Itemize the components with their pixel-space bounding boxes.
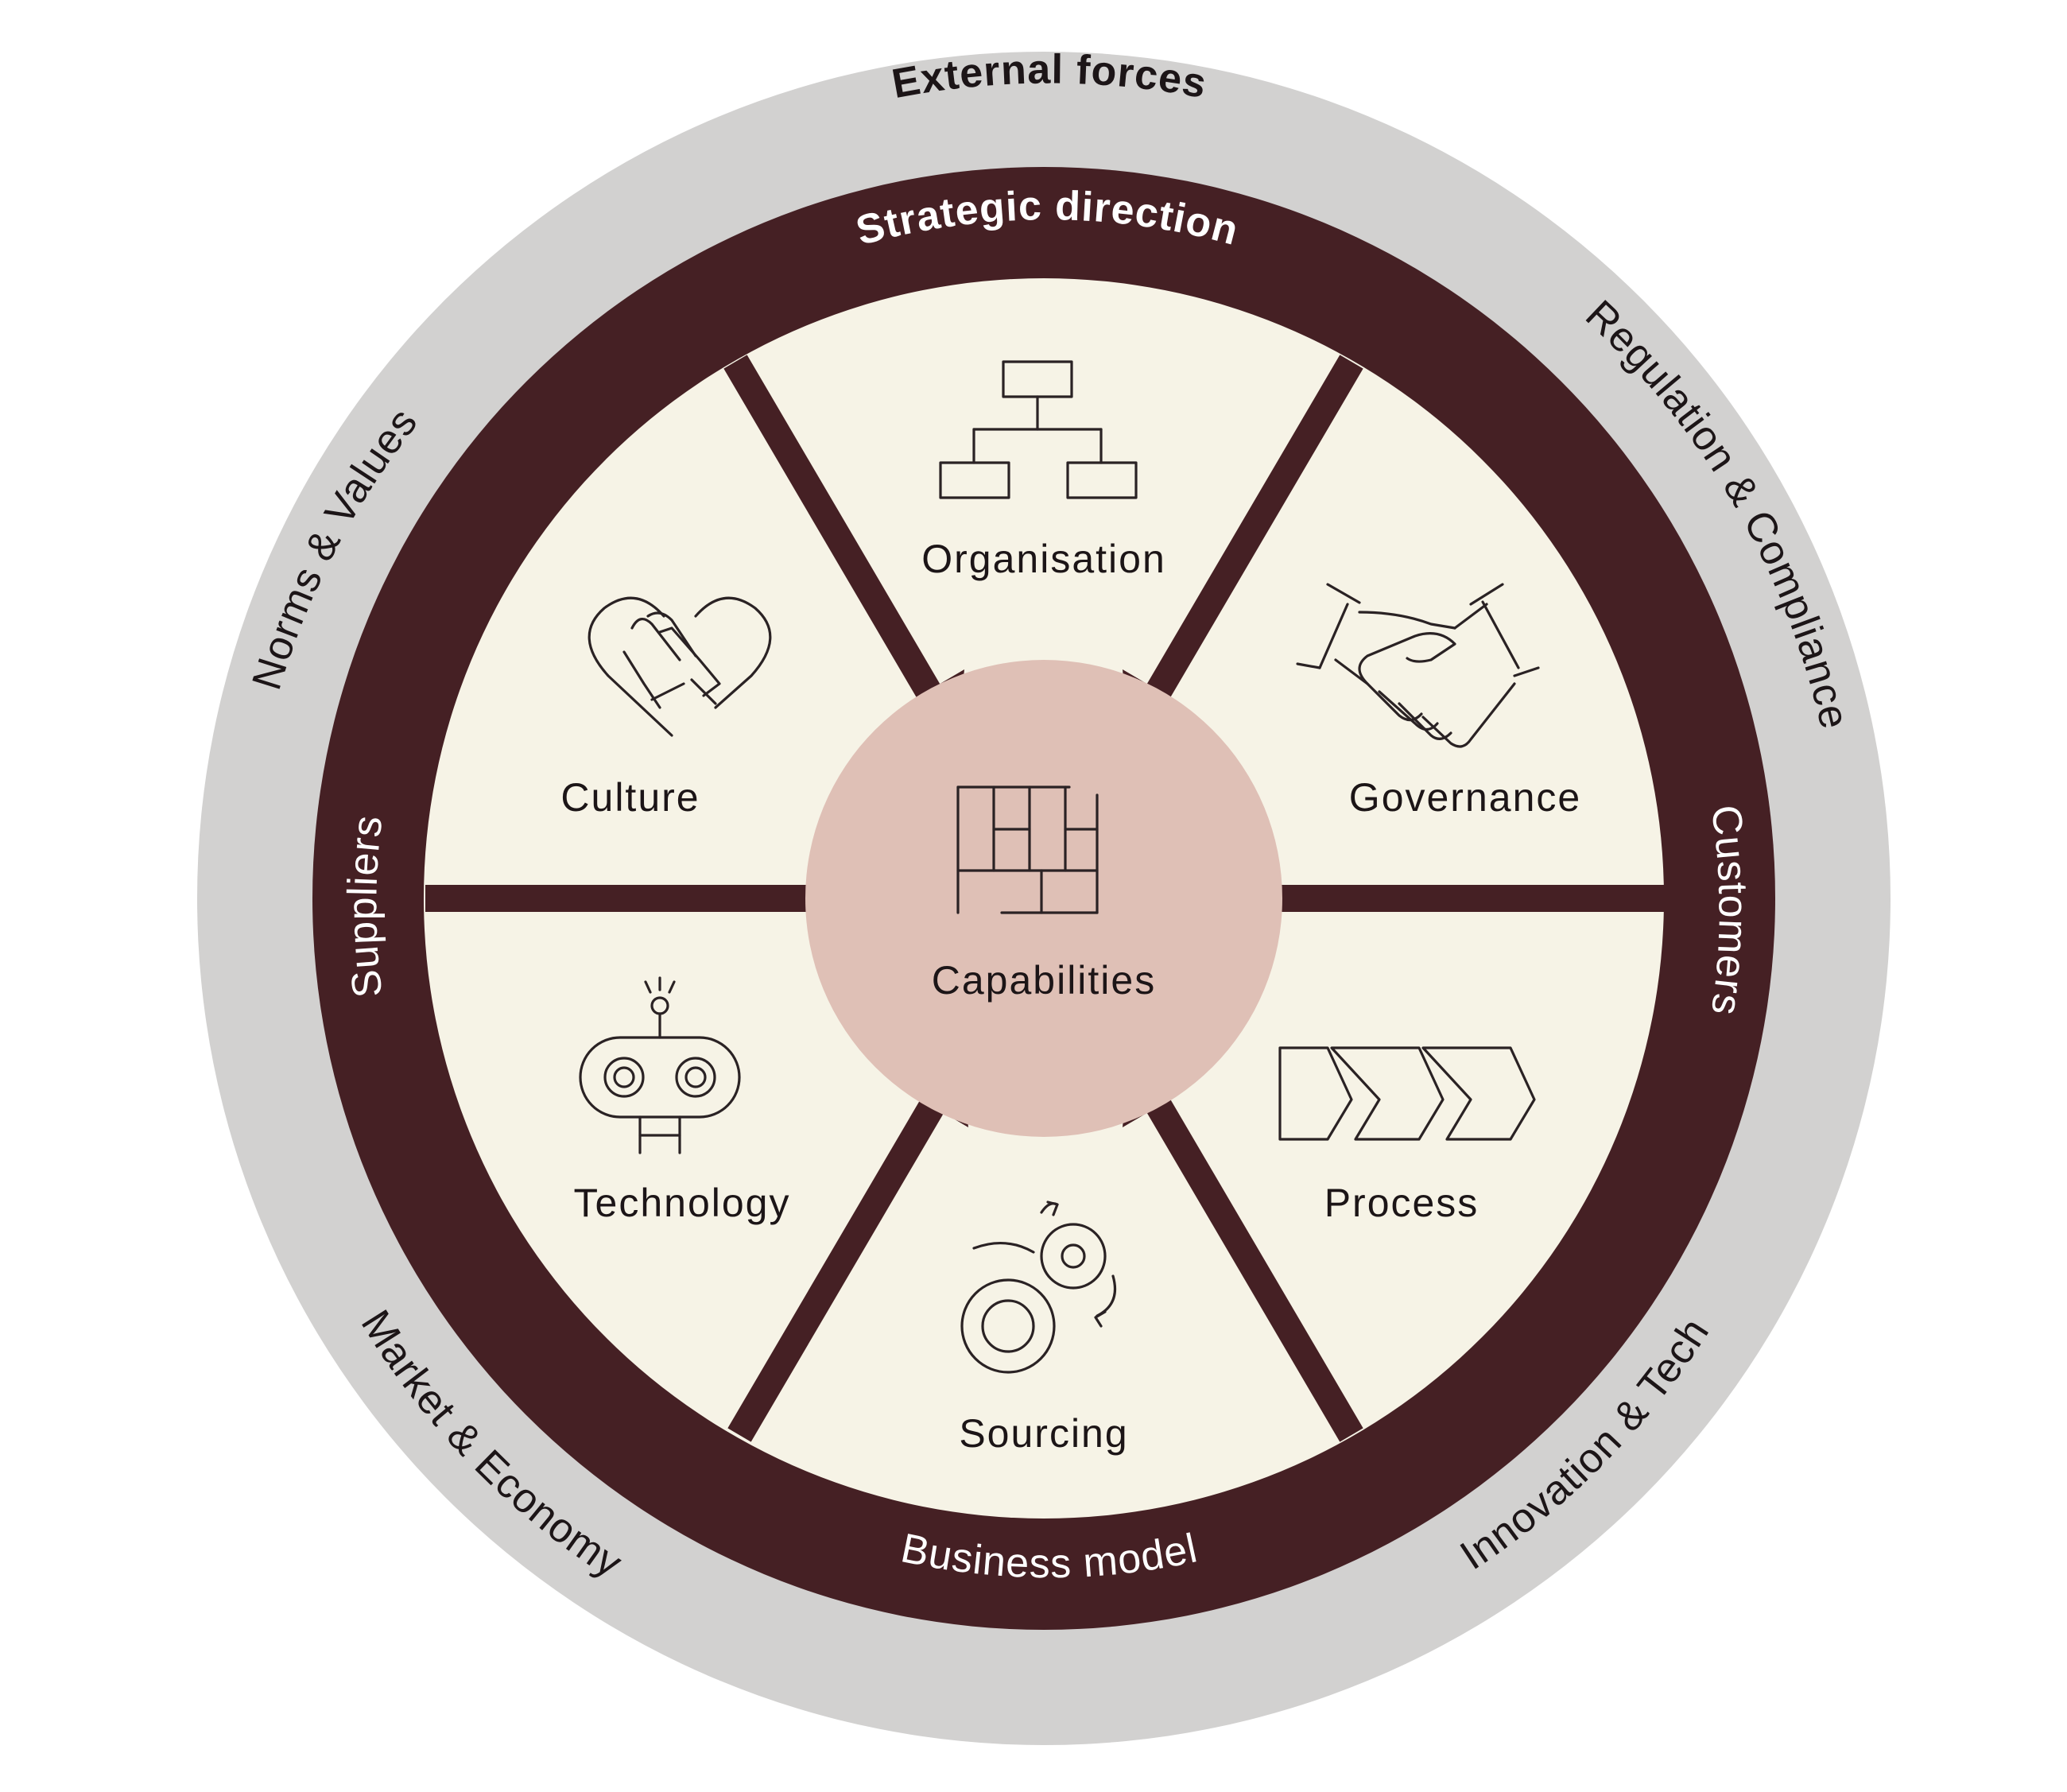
segment-label-organisation: Organisation bbox=[921, 537, 1166, 581]
arrow-spoke-top-right bbox=[1137, 355, 1363, 715]
arrow-spoke-bottom-left bbox=[727, 1082, 954, 1442]
capabilities-center bbox=[805, 660, 1282, 1137]
handshake-icon bbox=[1296, 583, 1540, 748]
center-label-capabilities: Capabilities bbox=[932, 958, 1156, 1003]
segment-label-technology: Technology bbox=[574, 1181, 791, 1225]
segment-label-culture: Culture bbox=[560, 775, 700, 820]
gears-icon bbox=[960, 1200, 1117, 1374]
arrow-spoke-top-left bbox=[723, 355, 950, 715]
segment-sourcing: Sourcing bbox=[959, 1200, 1128, 1456]
robot-icon bbox=[579, 976, 741, 1154]
segment-culture: Culture bbox=[560, 596, 772, 820]
process-chevrons-icon bbox=[1278, 1046, 1536, 1141]
org-chart-icon bbox=[939, 360, 1138, 499]
segment-label-governance: Governance bbox=[1349, 775, 1581, 820]
segment-governance: Governance bbox=[1296, 583, 1581, 820]
capability-grid-icon bbox=[956, 785, 1099, 914]
arrow-spoke-bottom-right bbox=[1137, 1082, 1363, 1442]
segment-label-process: Process bbox=[1324, 1181, 1479, 1225]
center-group: Capabilities bbox=[932, 785, 1156, 1003]
hands-heart-icon bbox=[588, 596, 772, 737]
segment-technology: Technology bbox=[574, 976, 791, 1225]
segment-process: Process bbox=[1278, 1046, 1536, 1225]
label-suppliers: Suppliers bbox=[339, 813, 391, 1000]
label-customers: Customers bbox=[1702, 802, 1756, 1018]
segment-organisation: Organisation bbox=[921, 360, 1166, 581]
segment-label-sourcing: Sourcing bbox=[959, 1411, 1128, 1456]
